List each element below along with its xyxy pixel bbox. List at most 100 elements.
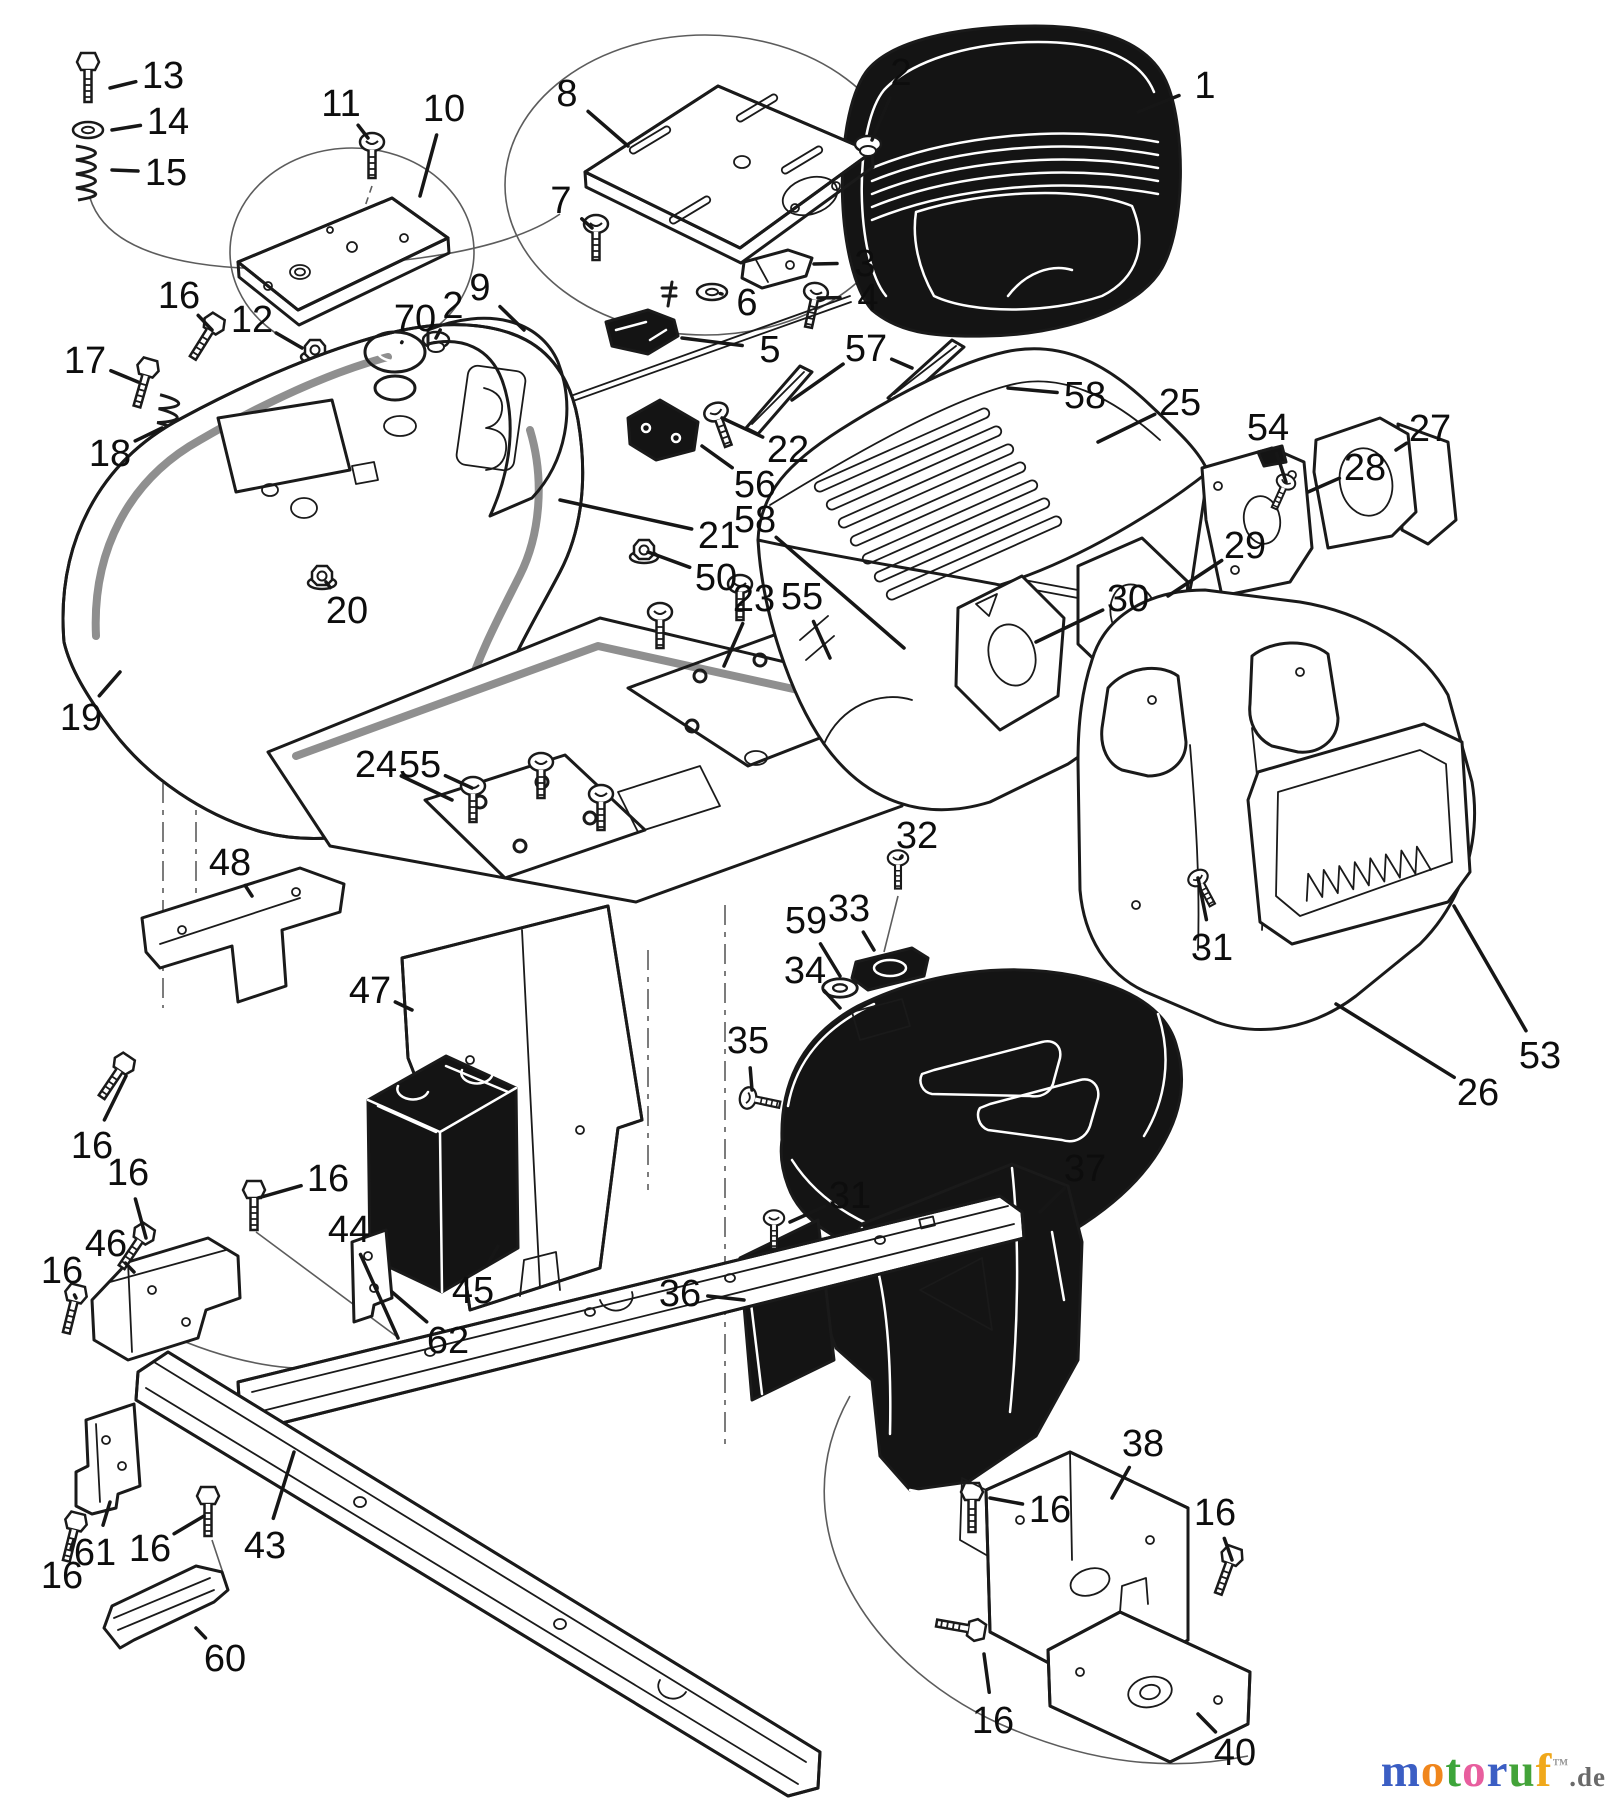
callout-leader-44 bbox=[358, 1252, 400, 1340]
watermark-letter: o bbox=[1420, 1745, 1446, 1797]
part-number-label-37: 37 bbox=[1064, 1148, 1106, 1190]
watermark-suffix: .de bbox=[1569, 1762, 1606, 1792]
part-number-label-54: 54 bbox=[1247, 407, 1289, 449]
part-number-label-55: 55 bbox=[399, 744, 441, 786]
part-number-label-34: 34 bbox=[784, 950, 826, 992]
part-number-label-32: 32 bbox=[896, 815, 938, 857]
part-number-label-10: 10 bbox=[423, 88, 465, 130]
part-number-label-44: 44 bbox=[328, 1209, 370, 1251]
part-number-label-47: 47 bbox=[349, 970, 391, 1012]
part-number-label-20: 20 bbox=[326, 590, 368, 632]
callout-leader-37 bbox=[1038, 1185, 1067, 1214]
callout-leader-16 bbox=[256, 1183, 303, 1200]
part-number-label-16: 16 bbox=[41, 1250, 83, 1292]
grille-lens-53 bbox=[1246, 722, 1472, 946]
callout-leader-57 bbox=[889, 357, 914, 370]
part-number-label-28: 28 bbox=[1344, 447, 1386, 489]
callout-leader-2 bbox=[870, 96, 892, 142]
part-number-label-14: 14 bbox=[147, 101, 189, 143]
callout-leader-56 bbox=[700, 444, 734, 470]
callout-leader-16 bbox=[72, 1293, 78, 1300]
callout-leader-3 bbox=[812, 261, 839, 266]
callout-leader-12 bbox=[274, 331, 304, 350]
callout-leader-47 bbox=[393, 1000, 414, 1012]
callout-leader-21 bbox=[558, 498, 694, 531]
part-number-label-4: 4 bbox=[857, 277, 878, 319]
watermark-letter: r bbox=[1486, 1745, 1509, 1797]
callout-leader-25 bbox=[1096, 412, 1157, 444]
callout-leader-17 bbox=[109, 368, 140, 384]
part-number-label-5: 5 bbox=[759, 329, 780, 371]
headlight-pod-left-30 bbox=[954, 574, 1066, 732]
watermark-tm: ™ bbox=[1552, 1756, 1570, 1774]
part-number-label-7: 7 bbox=[550, 180, 571, 222]
part-number-label-55: 55 bbox=[781, 576, 823, 618]
part-number-label-48: 48 bbox=[209, 842, 251, 884]
part-number-label-31: 31 bbox=[829, 1175, 871, 1217]
nut-50 bbox=[628, 538, 660, 565]
watermark-letter: t bbox=[1445, 1745, 1463, 1797]
callout-leader-38 bbox=[1110, 1465, 1132, 1500]
part-number-label-19: 19 bbox=[60, 697, 102, 739]
part-number-label-9: 9 bbox=[469, 267, 490, 309]
part-number-label-1: 1 bbox=[1194, 65, 1215, 107]
part-number-label-18: 18 bbox=[89, 433, 131, 475]
bolt-16-support bbox=[959, 1481, 985, 1534]
seat-mount-plate bbox=[583, 84, 875, 265]
callout-leader-36 bbox=[706, 1294, 746, 1302]
callout-leader-60 bbox=[194, 1626, 208, 1640]
callout-leader-58 bbox=[774, 535, 906, 650]
console-plate-21 bbox=[426, 316, 569, 518]
part-number-label-58: 58 bbox=[734, 499, 776, 541]
part-number-label-70: 70 bbox=[394, 298, 436, 340]
callout-leader-16 bbox=[172, 1514, 206, 1536]
part-number-label-23: 23 bbox=[733, 578, 775, 620]
callout-leader-16 bbox=[982, 1652, 991, 1695]
bracket-61 bbox=[74, 1402, 142, 1516]
callout-leader-34 bbox=[822, 988, 842, 1010]
callout-leader-16 bbox=[69, 1538, 76, 1551]
part-number-label-16: 16 bbox=[158, 275, 200, 317]
lamp-bracket-28 bbox=[1200, 444, 1314, 598]
callout-leader-58 bbox=[1006, 386, 1059, 395]
callout-leader-27 bbox=[1394, 441, 1409, 452]
callout-leader-1 bbox=[1136, 93, 1181, 114]
callout-leader-26 bbox=[1334, 1002, 1456, 1080]
callout-leader-6 bbox=[718, 291, 724, 296]
callout-leader-54 bbox=[1274, 451, 1288, 484]
part-number-label-57: 57 bbox=[845, 328, 887, 370]
callout-leader-8 bbox=[586, 109, 630, 148]
part-number-label-58: 58 bbox=[1064, 375, 1106, 417]
wing-knob-5 bbox=[604, 280, 680, 356]
part-number-label-46: 46 bbox=[85, 1223, 127, 1265]
part-number-label-16: 16 bbox=[71, 1125, 113, 1167]
part-number-label-15: 15 bbox=[145, 152, 187, 194]
battery-box-45 bbox=[366, 1054, 520, 1294]
callout-leader-53 bbox=[1452, 904, 1528, 1033]
part-number-label-62: 62 bbox=[427, 1320, 469, 1362]
callout-leader-48 bbox=[243, 883, 254, 898]
part-number-label-2: 2 bbox=[442, 285, 463, 327]
part-number-label-8: 8 bbox=[556, 73, 577, 115]
callout-leader-16 bbox=[1222, 1536, 1234, 1562]
callout-leader-9 bbox=[498, 304, 526, 332]
part-number-label-61: 61 bbox=[74, 1532, 116, 1574]
screw-11 bbox=[358, 131, 386, 180]
part-number-label-26: 26 bbox=[1457, 1072, 1499, 1114]
callout-leader-23 bbox=[722, 621, 745, 668]
part-number-label-2: 2 bbox=[890, 52, 911, 94]
callout-leader-31 bbox=[788, 1204, 827, 1224]
screw-17 bbox=[125, 355, 163, 411]
seat-bracket-plate-10 bbox=[236, 196, 451, 327]
part-number-label-16: 16 bbox=[307, 1158, 349, 1200]
callout-leader-10 bbox=[418, 133, 439, 198]
callout-leader-29 bbox=[1166, 558, 1224, 598]
callout-leader-45 bbox=[485, 1244, 500, 1268]
trim-strip-57-left bbox=[744, 364, 814, 436]
part-number-label-24: 24 bbox=[355, 744, 397, 786]
part-number-label-16: 16 bbox=[107, 1152, 149, 1194]
screw-16-top bbox=[182, 309, 230, 366]
